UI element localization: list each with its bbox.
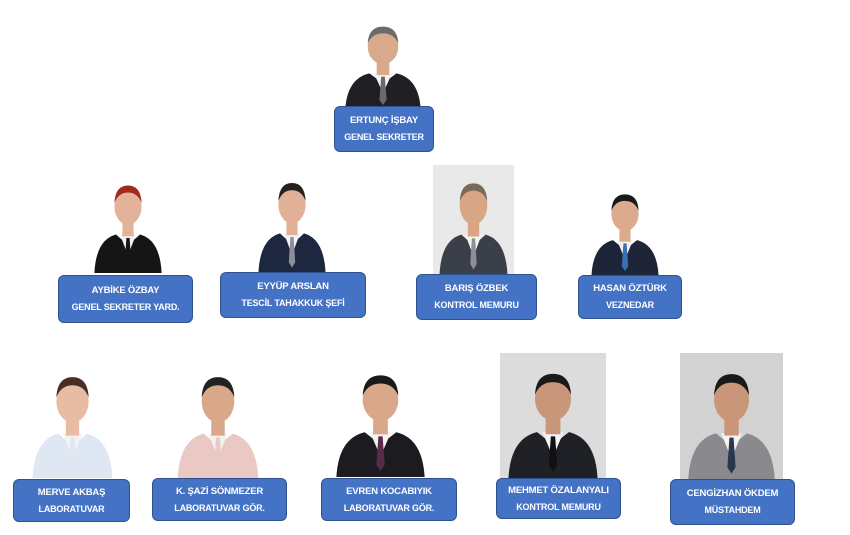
person-photo bbox=[170, 357, 266, 478]
person-card: CENGİZHAN ÖKDEM MÜSTAHDEM bbox=[670, 479, 795, 525]
person-photo bbox=[25, 357, 120, 478]
person-portrait-icon bbox=[433, 165, 514, 275]
person-name: ERTUNÇ İŞBAY bbox=[350, 115, 418, 126]
person-name: EYYÜP ARSLAN bbox=[257, 281, 329, 292]
person-card: BARIŞ ÖZBEK KONTROL MEMURU bbox=[416, 274, 537, 320]
person-name: MERVE AKBAŞ bbox=[37, 486, 106, 498]
person-portrait-icon bbox=[88, 168, 168, 273]
person-photo bbox=[433, 165, 514, 275]
person-card: EYYÜP ARSLAN TESCİL TAHAKKUK ŞEFİ bbox=[220, 272, 366, 318]
person-portrait-icon bbox=[170, 357, 266, 478]
person-card: EVREN KOCABIYIK LABORATUVAR GÖR. bbox=[321, 478, 457, 521]
person-photo bbox=[328, 355, 433, 477]
person-portrait-icon bbox=[25, 357, 120, 478]
person-photo bbox=[585, 178, 665, 276]
person-title: LABORATUVAR GÖR. bbox=[174, 502, 265, 513]
person-name: HASAN ÖZTÜRK bbox=[593, 283, 667, 294]
person-portrait-icon bbox=[500, 353, 606, 478]
person-portrait-icon bbox=[328, 355, 433, 477]
person-photo bbox=[338, 10, 428, 110]
person-title: GENEL SEKRETER bbox=[344, 132, 424, 142]
person-name: BARIŞ ÖZBEK bbox=[444, 283, 509, 294]
person-portrait-icon bbox=[680, 353, 783, 480]
person-name: K. ŞAZİ SÖNMEZER bbox=[175, 485, 264, 497]
person-photo bbox=[500, 353, 606, 478]
person-title: GENEL SEKRETER YARD. bbox=[71, 302, 180, 312]
person-portrait-icon bbox=[338, 10, 428, 110]
person-title: LABORATUVAR GÖR. bbox=[343, 502, 435, 513]
person-portrait-icon bbox=[252, 165, 332, 273]
person-name: EVREN KOCABIYIK bbox=[346, 485, 432, 497]
person-title: KONTROL MEMURU bbox=[516, 501, 601, 512]
person-name: MEHMET ÖZALANYALI bbox=[508, 484, 609, 496]
person-card: ERTUNÇ İŞBAY GENEL SEKRETER bbox=[334, 106, 434, 152]
person-title: KONTROL MEMURU bbox=[434, 300, 519, 310]
person-photo bbox=[252, 165, 332, 273]
person-card: MEHMET ÖZALANYALI KONTROL MEMURU bbox=[496, 478, 621, 519]
person-photo bbox=[680, 353, 783, 480]
person-card: MERVE AKBAŞ LABORATUVAR bbox=[13, 479, 130, 522]
person-title: VEZNEDAR bbox=[606, 300, 654, 310]
person-portrait-icon bbox=[585, 178, 665, 276]
person-photo bbox=[88, 168, 168, 273]
person-title: MÜSTAHDEM bbox=[704, 505, 761, 515]
person-title: TESCİL TAHAKKUK ŞEFİ bbox=[241, 298, 345, 308]
person-card: AYBİKE ÖZBAY GENEL SEKRETER YARD. bbox=[58, 275, 193, 323]
person-title: LABORATUVAR bbox=[38, 503, 105, 514]
person-card: K. ŞAZİ SÖNMEZER LABORATUVAR GÖR. bbox=[152, 478, 287, 521]
person-name: AYBİKE ÖZBAY bbox=[91, 285, 160, 296]
person-name: CENGİZHAN ÖKDEM bbox=[686, 488, 779, 499]
person-card: HASAN ÖZTÜRK VEZNEDAR bbox=[578, 275, 682, 319]
